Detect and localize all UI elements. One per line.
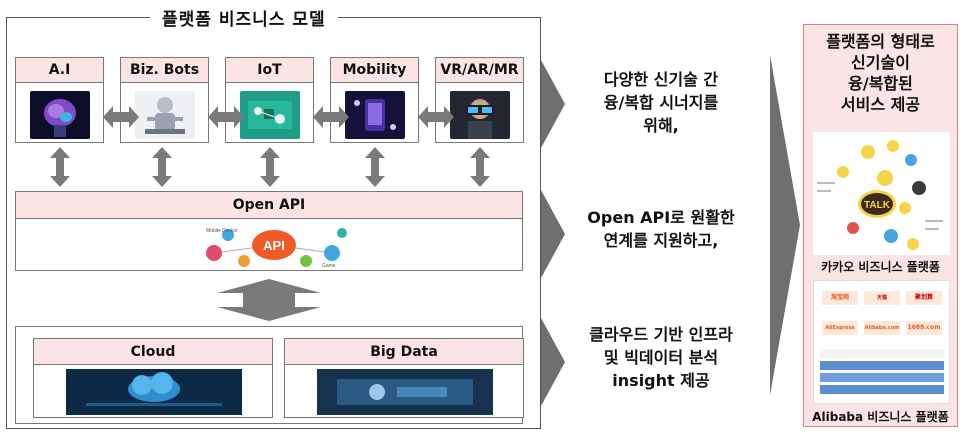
mobility-image [344,91,405,139]
vertical-double-arrow-icon [470,147,490,187]
synergy-text: 다양한 신기술 간 융/복합 시너지를 위해, [603,70,719,135]
alibaba-brand-logo: AliExpress [822,321,858,335]
platform-iot: IoT [225,57,314,143]
platform-label: Mobility [331,58,418,83]
chevron-right-icon [541,190,565,278]
cloud-image [66,369,242,415]
frame-title: 플랫폼 비즈니스 모델 [150,5,338,30]
info-bar [820,373,944,382]
cloud-box: Cloud [33,338,273,418]
open-api-label: Open API [16,192,522,219]
kakao-caption: 카카오 비즈니스 플랫폼 [821,260,940,274]
alibaba-platform-image: 淘宝网 天猫 TMALL.COM 聚划算 AliExpress Alibaba.… [813,280,950,404]
platform-label: A.I [16,58,103,83]
double-arrow-icon [418,106,454,128]
api-hub-graphic: API Mobile Device Game [206,228,347,269]
alibaba-brand-logo: 天猫 TMALL.COM [864,291,900,305]
double-arrow-icon [208,106,244,128]
cloud-insight-text: 클라우드 기반 인프라 및 빅데이터 분석 insight 제공 [589,325,733,390]
open-api-box: Open API API Mobile Device Game [15,191,523,271]
large-vertical-double-arrow-icon [217,279,321,321]
alibaba-brand-logo: 淘宝网 [822,291,858,305]
vertical-double-arrow-icon [260,147,280,187]
vertical-double-arrow-icon [152,147,172,187]
double-arrow-icon [103,106,139,128]
alibaba-caption: Alibaba 비즈니스 플랫폼 [812,410,949,424]
open-api-text: Open API로 원활한 연계를 지원하고, [587,208,735,250]
double-arrow-icon [313,106,349,128]
alibaba-brand-logo: 1688.com [906,321,942,335]
chevron-right-icon [541,318,565,406]
platform-ai: A.I [15,57,104,143]
panel-title: 플랫폼의 형태로 신기술이 융/복합된 서비스 제공 [826,32,935,114]
alibaba-brand-logo: Alibaba.com [864,321,900,335]
platform-vr-ar-mr: VR/AR/MR [435,57,524,143]
platform-label: IoT [226,58,313,83]
kakao-platform-image: TALK [813,132,950,255]
big-data-label: Big Data [285,339,523,365]
vertical-double-arrow-icon [50,147,70,187]
info-bar [820,361,944,370]
info-bar [820,385,944,394]
info-bar [820,349,944,358]
platform-biz-bots: Biz. Bots [120,57,209,143]
chevron-right-icon [541,60,565,148]
large-chevron-right-icon [770,55,800,395]
robot-image [134,91,195,139]
vr-headset-image [449,91,510,139]
circuit-image [239,91,300,139]
platform-mobility: Mobility [330,57,419,143]
bigdata-image [317,369,493,415]
ai-brain-image [29,91,90,139]
cloud-label: Cloud [34,339,272,365]
platform-service-panel: 플랫폼의 형태로 신기술이 융/복합된 서비스 제공 TALK 카카오 비즈니스… [803,24,958,427]
platform-label: VR/AR/MR [436,58,523,83]
alibaba-brand-logo: 聚划算 [906,291,942,305]
api-node-label: Mobile Device [206,228,238,234]
vertical-double-arrow-icon [365,147,385,187]
big-data-box: Big Data [284,338,524,418]
platform-label: Biz. Bots [121,58,208,83]
kakao-talk-label: TALK [864,200,891,211]
api-center-label: API [263,238,285,253]
api-node-label: Game [322,263,336,269]
